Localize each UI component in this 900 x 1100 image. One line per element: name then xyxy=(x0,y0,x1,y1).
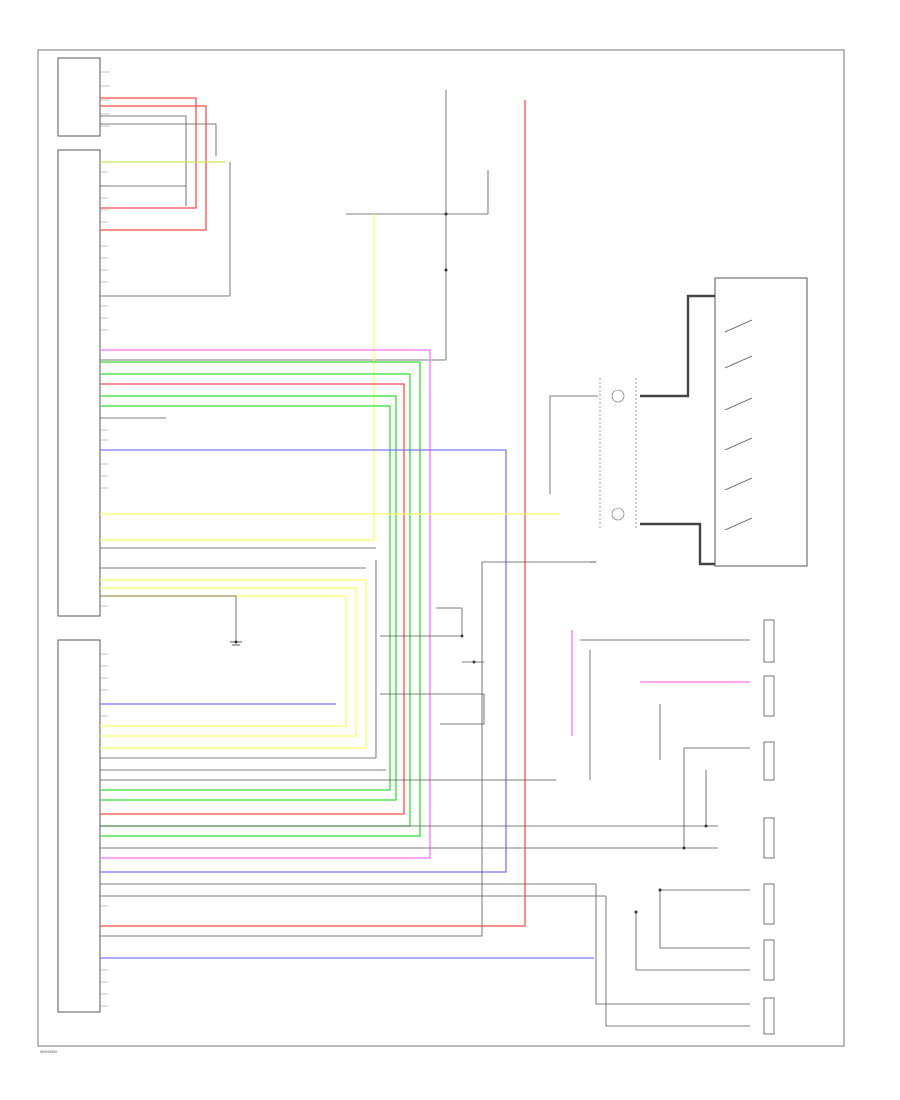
wire-yellow-4 xyxy=(100,595,347,727)
relay-symbol xyxy=(599,378,637,530)
wire-relay-block xyxy=(346,170,489,215)
wire-dark-speaker-5 xyxy=(635,889,750,971)
wire-top-red-2 xyxy=(100,105,207,231)
wire-dark-592 xyxy=(100,595,237,642)
wire-yellow-3 xyxy=(100,587,357,737)
wire-gray-758 xyxy=(100,560,377,759)
wire-top-gray-2 xyxy=(100,123,217,156)
component-box-middle xyxy=(57,149,101,617)
wire-gray-296 xyxy=(100,162,231,297)
wire-green-3 xyxy=(100,395,397,801)
wire-green-4 xyxy=(100,405,391,791)
pin-markers-bottom xyxy=(100,653,108,1007)
wire-switch-thick-2 xyxy=(640,522,715,566)
wire-fuse-left xyxy=(100,90,447,361)
wire-gray-speaker-6 xyxy=(595,884,750,1027)
wire-red-mid xyxy=(100,383,405,815)
wire-blue-long xyxy=(100,449,507,873)
wire-yellow-2 xyxy=(100,579,367,749)
wire-top-gray-1 xyxy=(100,115,187,206)
ground-symbols xyxy=(230,561,596,646)
wire-dark-speaker-4 xyxy=(683,747,750,848)
pin-markers-middle xyxy=(100,161,108,607)
diagram-frame xyxy=(37,49,845,1047)
pin-markers-top xyxy=(100,71,110,127)
wire-pink-main xyxy=(100,349,431,859)
switch-box xyxy=(714,277,808,567)
wire-top-red-1 xyxy=(100,97,197,209)
wire-switch-left xyxy=(549,395,598,494)
component-box-bottom xyxy=(57,639,101,1013)
speaker-connectors xyxy=(763,619,775,1035)
component-box-top xyxy=(57,57,101,137)
wire-switch-thick xyxy=(640,294,715,398)
wire-dark-936 xyxy=(100,561,590,937)
wire-center-connector xyxy=(380,607,485,725)
wire-fuse-right-red xyxy=(100,100,526,927)
footer-code: W0000000 xyxy=(40,1050,57,1054)
switch-contacts xyxy=(724,319,753,531)
wire-green-1 xyxy=(100,361,421,837)
splice-dots xyxy=(234,212,708,914)
wire-relay-yellow xyxy=(100,214,375,541)
